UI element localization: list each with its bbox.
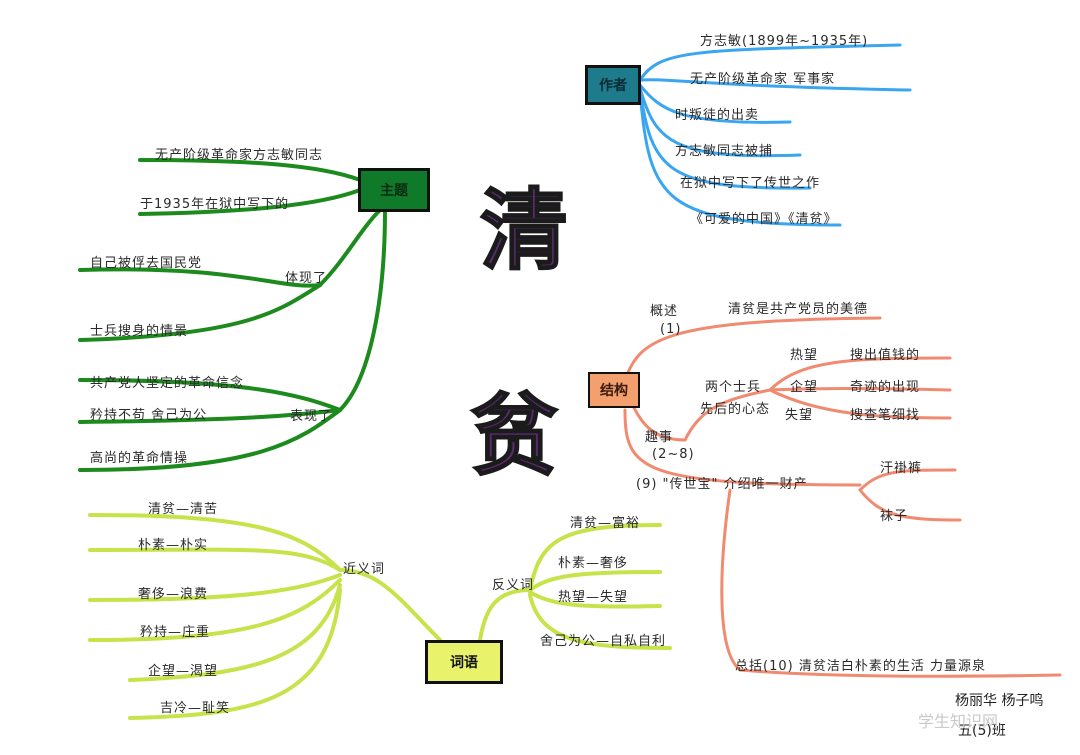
author-branch-lines (638, 43, 912, 227)
structure-mood-1-val: 搜出值钱的 (850, 348, 921, 363)
title-char-2: 贫 (469, 382, 559, 488)
author-item-1: 方志敏(1899年~1935年) (700, 34, 869, 49)
structure-soldiers-sub: 先后的心态 (700, 402, 771, 417)
theme-sub2-item-2: 矜持不苟 舍己为公 (90, 408, 208, 423)
structure-mood-3-val: 搜查笔细找 (850, 408, 921, 423)
structure-overview-text: 清贫是共产党员的美德 (728, 302, 869, 317)
theme-sub1-item-1: 自己被俘去国民党 (90, 256, 203, 271)
theme-sub2-item-3: 高尚的革命情操 (90, 451, 189, 466)
theme-sub2-item-1: 共产党人坚定的革命信念 (90, 376, 245, 391)
structure-para9: (9) "传世宝" 介绍唯一财产 (636, 477, 808, 492)
author-item-6: 《可爱的中国》《清贫》 (690, 212, 838, 227)
author-item-2: 无产阶级革命家 军事家 (690, 72, 836, 87)
vocab-near-item-2: 朴素—朴实 (138, 538, 209, 553)
vocab-near-item-6: 吉冷—耻笑 (160, 701, 231, 716)
vocab-anti-item-2: 朴素—奢侈 (558, 556, 629, 571)
theme-box[interactable]: 主题 (358, 168, 430, 212)
vocab-near-label: 近义词 (343, 562, 386, 577)
signature-names: 杨丽华 杨子鸣 (955, 693, 1044, 709)
theme-branch-lines (78, 158, 387, 472)
structure-branch-lines (623, 316, 1062, 678)
theme-item-1: 无产阶级革命家方志敏同志 (155, 148, 324, 163)
author-box[interactable]: 作者 (585, 65, 641, 105)
watermark: 学生知识网 (918, 712, 999, 731)
vocab-near-item-1: 清贫—清苦 (148, 502, 219, 517)
structure-interest-num: (2~8) (652, 447, 695, 462)
structure-overview-label: 概述 (650, 304, 679, 319)
structure-mood-1-key: 热望 (790, 348, 819, 363)
author-item-5: 在狱中写下了传世之作 (680, 176, 821, 191)
structure-summary: 总括(10) 清贫洁白朴素的生活 力量源泉 (735, 659, 986, 674)
structure-box[interactable]: 结构 (588, 372, 640, 408)
author-item-4: 方志敏同志被捕 (675, 144, 774, 159)
vocab-anti-label: 反义词 (492, 578, 535, 593)
structure-interest-label: 趣事 (645, 430, 674, 445)
theme-sub2-label: 表现了 (290, 409, 333, 424)
theme-sub1-label: 体现了 (285, 271, 328, 286)
structure-treasure-2: 袜子 (880, 509, 909, 524)
structure-mood-2-key: 企望 (790, 380, 819, 395)
vocab-anti-item-3: 热望—失望 (558, 590, 629, 605)
vocab-box[interactable]: 词语 (425, 640, 503, 684)
structure-mood-3-key: 失望 (785, 408, 814, 423)
structure-mood-2-val: 奇迹的出现 (850, 380, 921, 395)
theme-sub1-item-2: 士兵搜身的情景 (90, 324, 189, 339)
structure-overview-num: (1) (660, 322, 682, 337)
structure-soldiers-label: 两个士兵 (705, 380, 762, 395)
vocab-anti-item-4: 舍己为公—自私自利 (540, 634, 667, 649)
vocab-branch-lines (88, 513, 672, 720)
vocab-near-item-3: 奢侈—浪费 (138, 587, 209, 602)
structure-treasure-1: 汗褂裤 (880, 461, 923, 476)
signature-class: 五(5)班 (958, 723, 1006, 739)
theme-item-2: 于1935年在狱中写下的 (140, 197, 290, 212)
title-char-1: 清 (479, 177, 569, 283)
author-item-3: 时叛徒的出卖 (675, 108, 760, 123)
vocab-anti-item-1: 清贫—富裕 (570, 516, 641, 531)
vocab-near-item-5: 企望—渴望 (148, 664, 219, 679)
vocab-near-item-4: 矜持—庄重 (140, 625, 211, 640)
